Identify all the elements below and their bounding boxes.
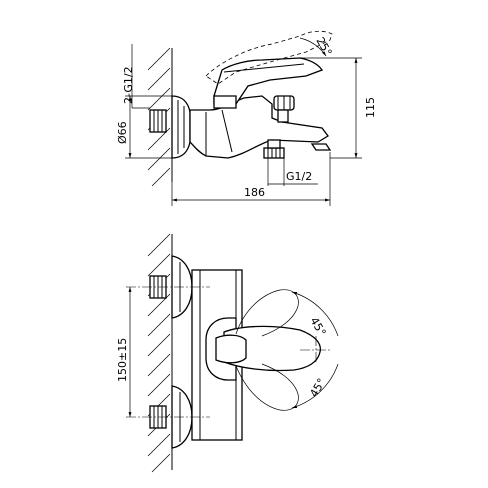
lever-handle-side	[213, 57, 323, 105]
thread-inlet-label: 2-G1/2	[122, 66, 135, 104]
front-view: 45° 45° 150±15	[116, 233, 339, 473]
outlet-thread-side	[263, 139, 285, 159]
outlet-thread-label: G1/2	[286, 170, 312, 183]
escutcheon-flange-side	[171, 95, 191, 159]
spacing-label: 150±15	[116, 338, 129, 382]
diameter-label: Ø66	[116, 121, 129, 144]
width-label-186: 186	[244, 186, 265, 199]
wall-hatch-front	[147, 233, 173, 473]
angle-label-25: 25°	[313, 35, 334, 58]
inlet-connector-side	[149, 109, 167, 133]
lever-handle-front	[223, 325, 322, 372]
height-label-115: 115	[364, 97, 377, 118]
mixer-body-side	[189, 95, 329, 159]
diverter-knob-side	[273, 95, 295, 123]
angle-label-bottom: 45°	[307, 376, 328, 399]
side-view: 25° 115 2-G1/2 Ø66 G1/2 186	[116, 30, 377, 206]
lever-handle-rotated-side	[205, 30, 333, 85]
